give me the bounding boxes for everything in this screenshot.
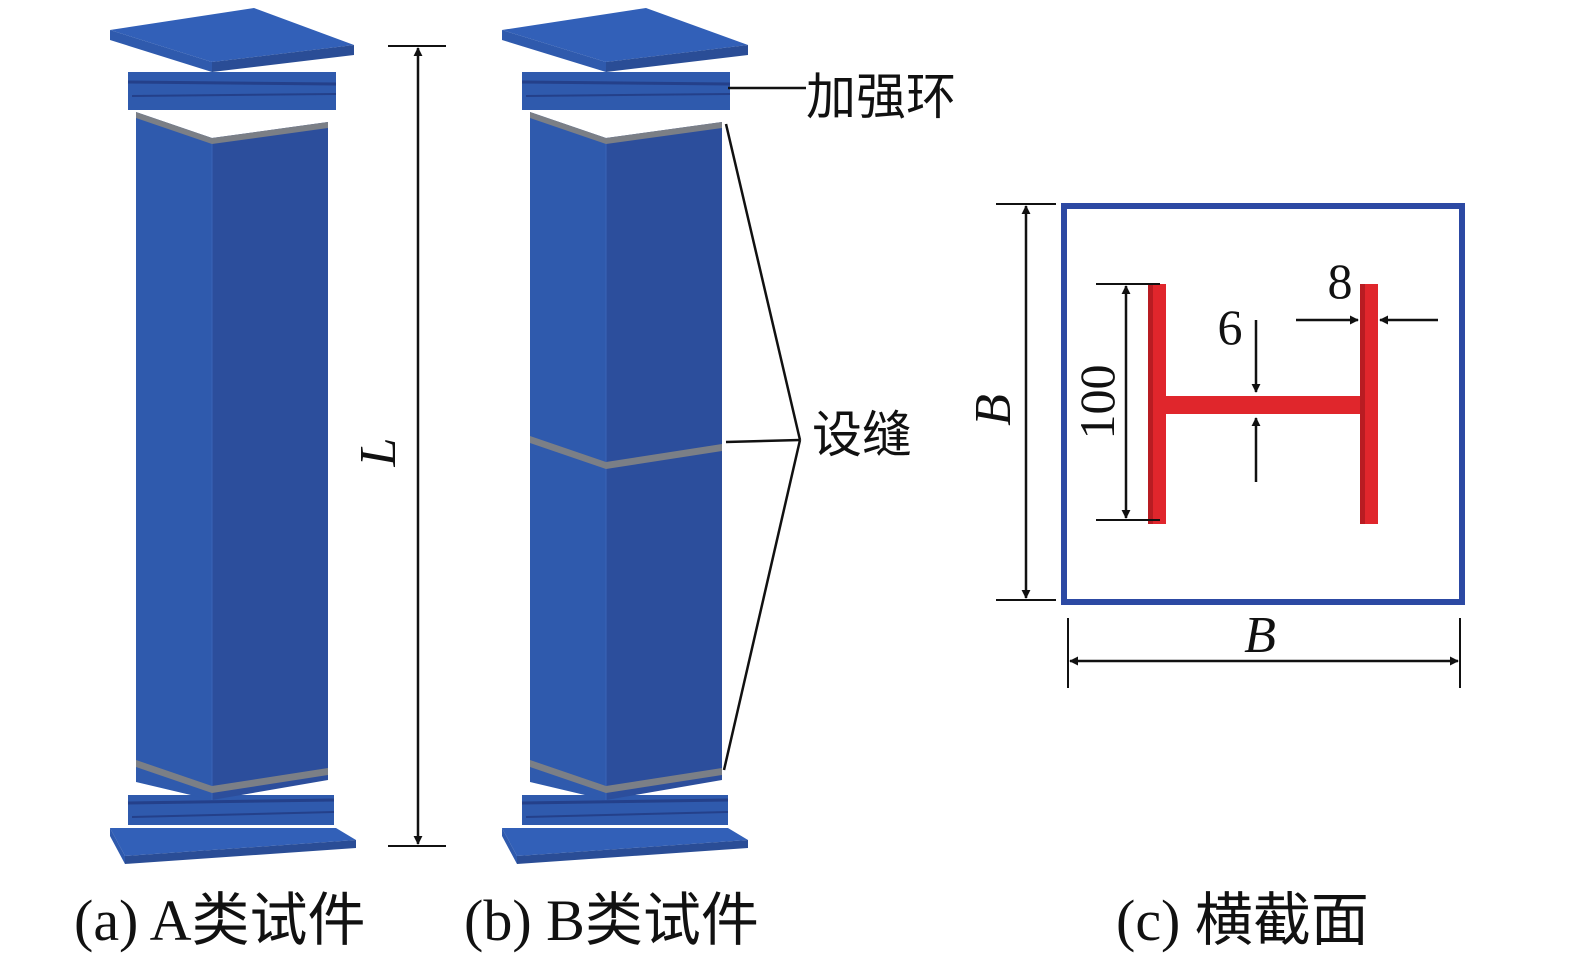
h-height-label: 100 [1069,365,1125,440]
column-a-top-plate [110,8,354,62]
caption-b: (b) B类试件 [464,888,759,953]
column-b-shaft-side [606,122,722,800]
caption-c: (c) 横截面 [1116,888,1369,953]
column-b-upper-ring [522,72,730,110]
gap-callout: 设缝 [722,123,912,771]
column-a-upper-ring [128,72,336,110]
section-side-horizontal-label: B [1244,607,1276,664]
column-a-upper-gap-band [136,112,328,144]
column-a-shaft-side [212,122,328,800]
section-outline [1061,203,1465,605]
length-label: L [350,438,407,468]
column-a-lower-gap-band [136,760,328,793]
h-web [1166,396,1360,414]
column-a-base-plate-top [110,828,356,856]
flange-thickness-label: 8 [1328,253,1353,309]
cross-section: B B 100 6 8 [965,203,1465,688]
caption-a: (a) A类试件 [74,888,366,953]
length-dimension: L [350,45,446,847]
web-thickness-label: 6 [1218,299,1243,355]
column-b [502,8,748,864]
column-b-upper-gap-band [530,112,722,144]
stiffening-ring-callout: 加强环 [728,69,956,125]
column-a-shaft-front [136,112,212,800]
column-b-base-plate-top [502,828,748,856]
column-b-top-plate [502,8,748,62]
gap-label: 设缝 [812,407,912,463]
column-b-lower-gap-band [530,760,722,793]
stiffening-ring-label: 加强环 [806,69,956,125]
column-b-middle-gap-band [530,436,722,469]
column-a-base-plate-edge [125,840,356,864]
section-side-vertical-label: B [965,394,1022,426]
column-a [110,8,356,864]
